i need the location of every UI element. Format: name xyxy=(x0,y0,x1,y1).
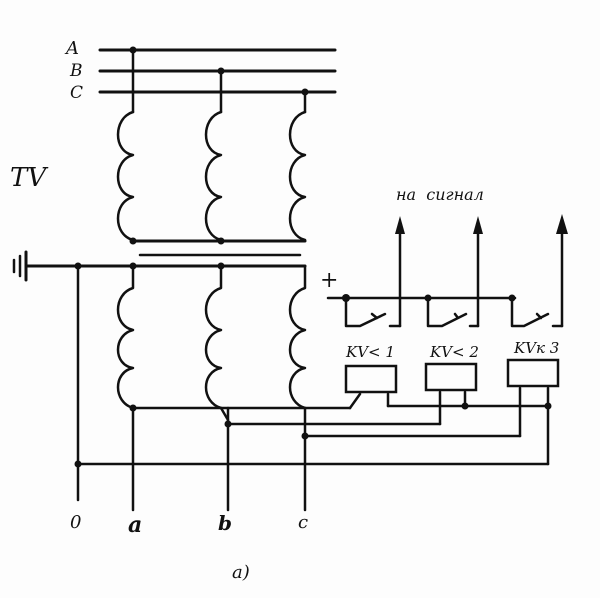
contact-kv3 xyxy=(510,296,564,328)
ground-icon xyxy=(12,250,80,282)
secondary-coil-b xyxy=(204,264,223,410)
primary-coil-c xyxy=(288,110,307,242)
terminal-label-a: a xyxy=(128,512,142,538)
primary-junction-a xyxy=(129,237,137,245)
primary-windings xyxy=(116,48,307,245)
figure-caption: а) xyxy=(232,562,250,583)
relay-coil-2 xyxy=(424,362,478,392)
terminal-label-b: b xyxy=(218,511,232,535)
primary-coil-b xyxy=(204,110,223,242)
dc-contact-circuit: + xyxy=(320,214,568,328)
secondary-coil-c xyxy=(288,264,307,410)
relay-coil-3 xyxy=(506,358,560,388)
phase-label-a: A xyxy=(64,38,79,59)
relay-coils xyxy=(344,358,560,394)
primary-junction-b xyxy=(217,237,225,245)
signal-arrow-2 xyxy=(473,216,483,234)
signal-arrow-1 xyxy=(395,216,405,234)
phase-label-c: C xyxy=(70,83,83,103)
phase-bus xyxy=(98,46,337,96)
relay-coil-1 xyxy=(344,364,398,394)
signal-label: на сигнал xyxy=(396,185,484,204)
relay-wiring xyxy=(74,386,552,468)
phase-label-b: B xyxy=(69,61,83,81)
transformer-label: TV xyxy=(10,163,48,193)
signal-arrow-3 xyxy=(556,214,568,234)
terminal-label-0: 0 xyxy=(70,512,81,533)
plus-sign: + xyxy=(320,268,338,293)
primary-coil-a xyxy=(116,110,135,242)
secondary-coil-a xyxy=(116,264,135,410)
contact-kv2 xyxy=(426,296,480,328)
secondary-windings xyxy=(74,262,307,502)
relay-label-3: KVк 3 xyxy=(513,339,559,357)
relay-label-2: KV< 2 xyxy=(429,343,479,361)
contact-kv1 xyxy=(344,296,402,328)
terminal-label-c: c xyxy=(298,512,308,533)
relay-label-1: KV< 1 xyxy=(345,343,395,361)
